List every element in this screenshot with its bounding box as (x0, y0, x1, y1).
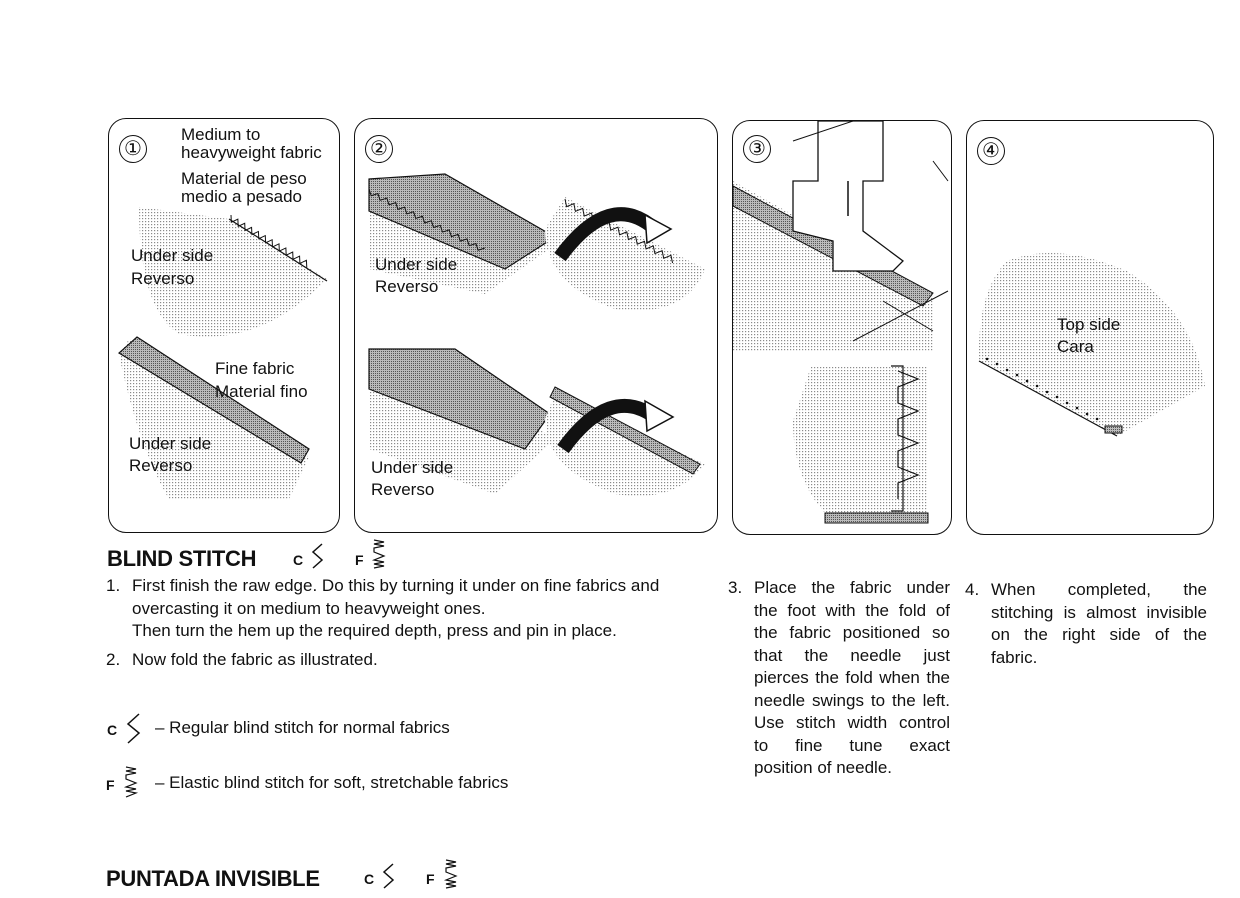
step-3-line: the foot with the fold of (754, 600, 950, 620)
fabric-closeup (793, 366, 928, 516)
overcast-stitch (230, 214, 308, 268)
label-top-side: Top side (1057, 315, 1121, 334)
code-c-es: C (364, 871, 375, 887)
step-2-number: 2. (106, 650, 121, 669)
hem-edge-top (978, 360, 1118, 437)
legend-code-f: F (106, 777, 115, 793)
overcast-stitch-2 (368, 188, 485, 251)
step-4-number: 4. (965, 580, 980, 599)
step-number-3: ③ (743, 135, 771, 163)
fabric-top-side (978, 253, 1205, 436)
step-number-4: ④ (977, 137, 1005, 165)
invisible-stitches (985, 357, 1099, 421)
step-1-number: 1. (106, 576, 121, 595)
label-heavyweight-fabric: heavyweight fabric (181, 143, 322, 162)
panel-4-drawing (978, 253, 1205, 437)
legend-f-text: – Elastic blind stitch for soft, stretch… (155, 773, 509, 792)
step-4-line: stitching is almost invisible (991, 602, 1207, 622)
label-material-fino: Material fino (215, 382, 308, 401)
step-3-line: that the needle just (754, 645, 950, 665)
step-2: 2. Now fold the fabric as illustrated. (106, 649, 706, 673)
illustration-panel-1: ① Medium to heavyweight fabric Material … (108, 118, 340, 533)
blind-stitch-pattern (897, 370, 920, 499)
section-title-es: PUNTADA INVISIBLE (106, 866, 320, 891)
code-f: F (355, 552, 364, 568)
step-2-text: Now fold the fabric as illustrated. (132, 650, 378, 669)
label-reverso-2: Reverso (371, 480, 435, 499)
label-cara: Cara (1057, 337, 1094, 356)
elastic-blind-stitch-f-icon (123, 766, 139, 798)
code-f-es: F (426, 871, 435, 887)
illustration-panel-4: ④ Top side Cara (966, 120, 1214, 535)
illustration-panel-3: ③ (732, 120, 952, 535)
hem-bottom (824, 512, 929, 524)
step-3-line: needle swings to the left. (754, 690, 950, 710)
step-4-line: on the right side of the (991, 625, 1207, 644)
step-3-line: position of needle. (754, 758, 892, 777)
folded-hem-top (368, 173, 557, 270)
panel-1-drawing (117, 207, 328, 499)
panel-2-drawing (368, 173, 705, 496)
label-reverso-2: Reverso (129, 456, 193, 475)
illustration-panel-2: ② Under side Reverso Under side Reverso (354, 118, 718, 533)
step-number-1: ① (119, 135, 147, 163)
label-reverso: Reverso (375, 277, 439, 296)
step-4-line: fabric. (991, 647, 1038, 667)
step-4: 4. When completed, the stitching is almo… (965, 579, 1210, 674)
fold-arrow-head-top (644, 213, 673, 245)
folded-hem-bottom (368, 348, 551, 450)
step-3-line: to fine tune exact (754, 735, 950, 755)
fold-arrow-head-bottom (644, 399, 675, 433)
label-under-side: Under side (131, 246, 214, 265)
step-3-body: Place the fabric under the foot with the… (754, 577, 950, 780)
panel-3-drawing (733, 121, 949, 524)
step-3-line: Place the fabric under (754, 578, 950, 597)
label-reverso: Reverso (131, 269, 195, 288)
step-4-line: When completed, the (991, 580, 1207, 599)
overcast-stitch-3 (564, 198, 674, 264)
elastic-blind-stitch-f-icon (443, 859, 458, 889)
machine-bed-lines (792, 121, 949, 342)
fold-line-closeup (891, 365, 904, 512)
elastic-blind-stitch-f-icon (371, 539, 386, 569)
step-1-line-2: overcasting it on medium to heavyweight … (132, 598, 486, 618)
hem-corner (1104, 425, 1123, 434)
step-3-number: 3. (728, 578, 743, 597)
label-medium-to: Medium to (181, 125, 261, 144)
folded-hem-fine (117, 336, 310, 464)
legend-code-c: C (107, 722, 118, 738)
fold-edge-bottom (549, 386, 701, 475)
code-c: C (293, 552, 304, 568)
step-1-line-1: First finish the raw edge. Do this by tu… (132, 576, 660, 595)
step-3: 3. Place the fabric under the foot with … (728, 577, 953, 787)
step-4-body: When completed, the stitching is almost … (991, 579, 1207, 669)
blind-stitch-c-icon (126, 713, 141, 744)
step-number-2: ② (365, 135, 393, 163)
step-3-line: pierces the fold when the (754, 668, 950, 687)
label-under-side-2: Under side (371, 458, 454, 477)
label-medio-a-pesado: medio a pesado (181, 187, 302, 206)
label-fine-fabric: Fine fabric (215, 359, 295, 378)
blind-stitch-c-icon (382, 863, 395, 889)
step-1: 1. First finish the raw edge. Do this by… (106, 575, 726, 645)
step-3-line: the fabric positioned so (754, 623, 950, 642)
label-material-de-peso: Material de peso (181, 169, 307, 188)
section-title: BLIND STITCH (107, 546, 257, 571)
step-1-line-3: Then turn the hem up the required depth,… (132, 621, 617, 640)
fabric-underside-medium (139, 207, 327, 337)
legend-c-text: – Regular blind stitch for normal fabric… (155, 718, 450, 737)
step-3-line: Use stitch width control (754, 713, 950, 732)
label-under-side: Under side (375, 255, 458, 274)
label-under-side-2: Under side (129, 434, 212, 453)
blind-stitch-c-icon (311, 543, 324, 569)
